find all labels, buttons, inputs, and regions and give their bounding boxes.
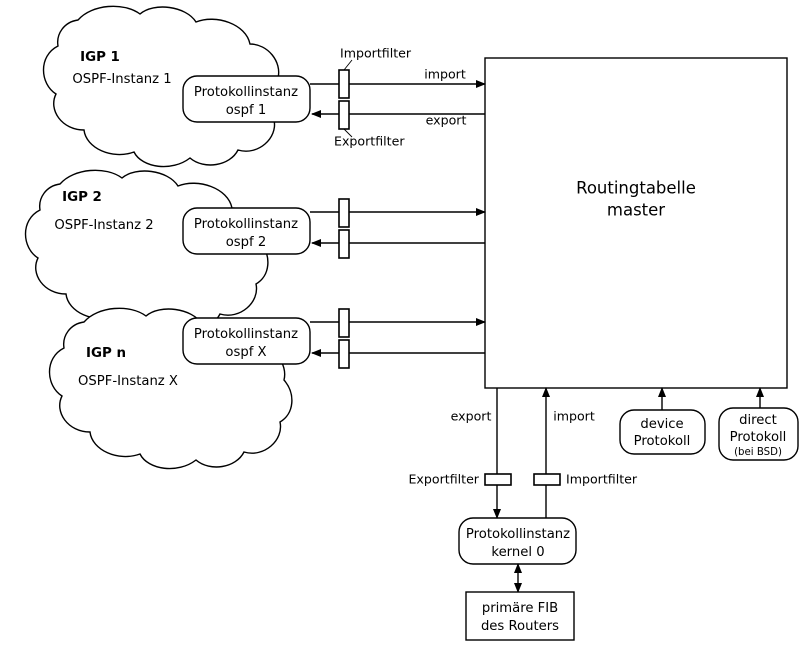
- leader-importfilter-1: [343, 59, 353, 71]
- ospf-1-line1: Protokollinstanz: [194, 85, 298, 100]
- importfilter-ospf-x: [338, 308, 350, 338]
- cloud-1-subtitle: OSPF-Instanz 1: [72, 72, 171, 87]
- exportfilter-ospf-2: [338, 229, 350, 259]
- kernel-0-line2: kernel 0: [491, 545, 544, 560]
- cloud-3-subtitle: OSPF-Instanz X: [78, 374, 178, 389]
- exportfilter-ospf-1: [338, 100, 350, 130]
- importfilter-ospf-1: [338, 69, 350, 99]
- cloud-2-subtitle: OSPF-Instanz 2: [54, 218, 153, 233]
- kernel-0-line1: Protokollinstanz: [466, 527, 570, 542]
- leader-exportfilter-1: [343, 128, 353, 138]
- direct-protokoll-line2: Protokoll: [730, 430, 787, 445]
- cloud-2-title: IGP 2: [62, 190, 102, 205]
- device-protokoll-box: device Protokoll: [619, 409, 706, 455]
- primary-fib-box: primäre FIB des Routers: [465, 591, 575, 641]
- label-export-top: export: [426, 113, 467, 128]
- routing-table-line1: Routingtabelle: [576, 179, 696, 198]
- direct-protokoll-box: direct Protokoll (bei BSD): [718, 407, 799, 461]
- routing-table-master-box: Routingtabelle master: [484, 57, 788, 389]
- ospf-x-line2: ospf X: [225, 345, 266, 360]
- label-import-top: import: [424, 67, 466, 82]
- cloud-3-title: IGP n: [86, 346, 126, 361]
- protocol-instance-ospf-1: Protokollinstanz ospf 1: [182, 75, 311, 123]
- direct-protokoll-line3: (bei BSD): [734, 447, 782, 458]
- ospf-2-line1: Protokollinstanz: [194, 217, 298, 232]
- exportfilter-kernel: [484, 473, 512, 486]
- label-import-bottom: import: [553, 409, 595, 424]
- direct-protokoll-line1: direct: [739, 413, 777, 428]
- igp-cloud-1: IGP 1 OSPF-Instanz 1: [42, 5, 287, 168]
- ospf-2-line2: ospf 2: [226, 235, 267, 250]
- importfilter-kernel: [533, 473, 561, 486]
- label-exportfilter-bottom: Exportfilter: [408, 472, 479, 487]
- device-protokoll-line2: Protokoll: [634, 434, 691, 449]
- fib-line2: des Routers: [481, 619, 559, 634]
- exportfilter-ospf-x: [338, 339, 350, 369]
- routing-table-line2: master: [607, 201, 665, 220]
- ospf-1-line2: ospf 1: [226, 103, 267, 118]
- label-importfilter-top: Importfilter: [340, 46, 412, 61]
- label-export-bottom: export: [451, 409, 492, 424]
- protocol-instance-ospf-x: Protokollinstanz ospf X: [182, 317, 311, 365]
- importfilter-ospf-2: [338, 198, 350, 228]
- label-exportfilter-top: Exportfilter: [334, 134, 405, 149]
- fib-line1: primäre FIB: [482, 601, 558, 616]
- ospf-x-line1: Protokollinstanz: [194, 327, 298, 342]
- protocol-instance-kernel-0: Protokollinstanz kernel 0: [458, 517, 577, 565]
- device-protokoll-line1: device: [640, 417, 683, 432]
- cloud-1-title: IGP 1: [80, 50, 120, 65]
- label-importfilter-bottom: Importfilter: [566, 472, 638, 487]
- protocol-instance-ospf-2: Protokollinstanz ospf 2: [182, 207, 311, 255]
